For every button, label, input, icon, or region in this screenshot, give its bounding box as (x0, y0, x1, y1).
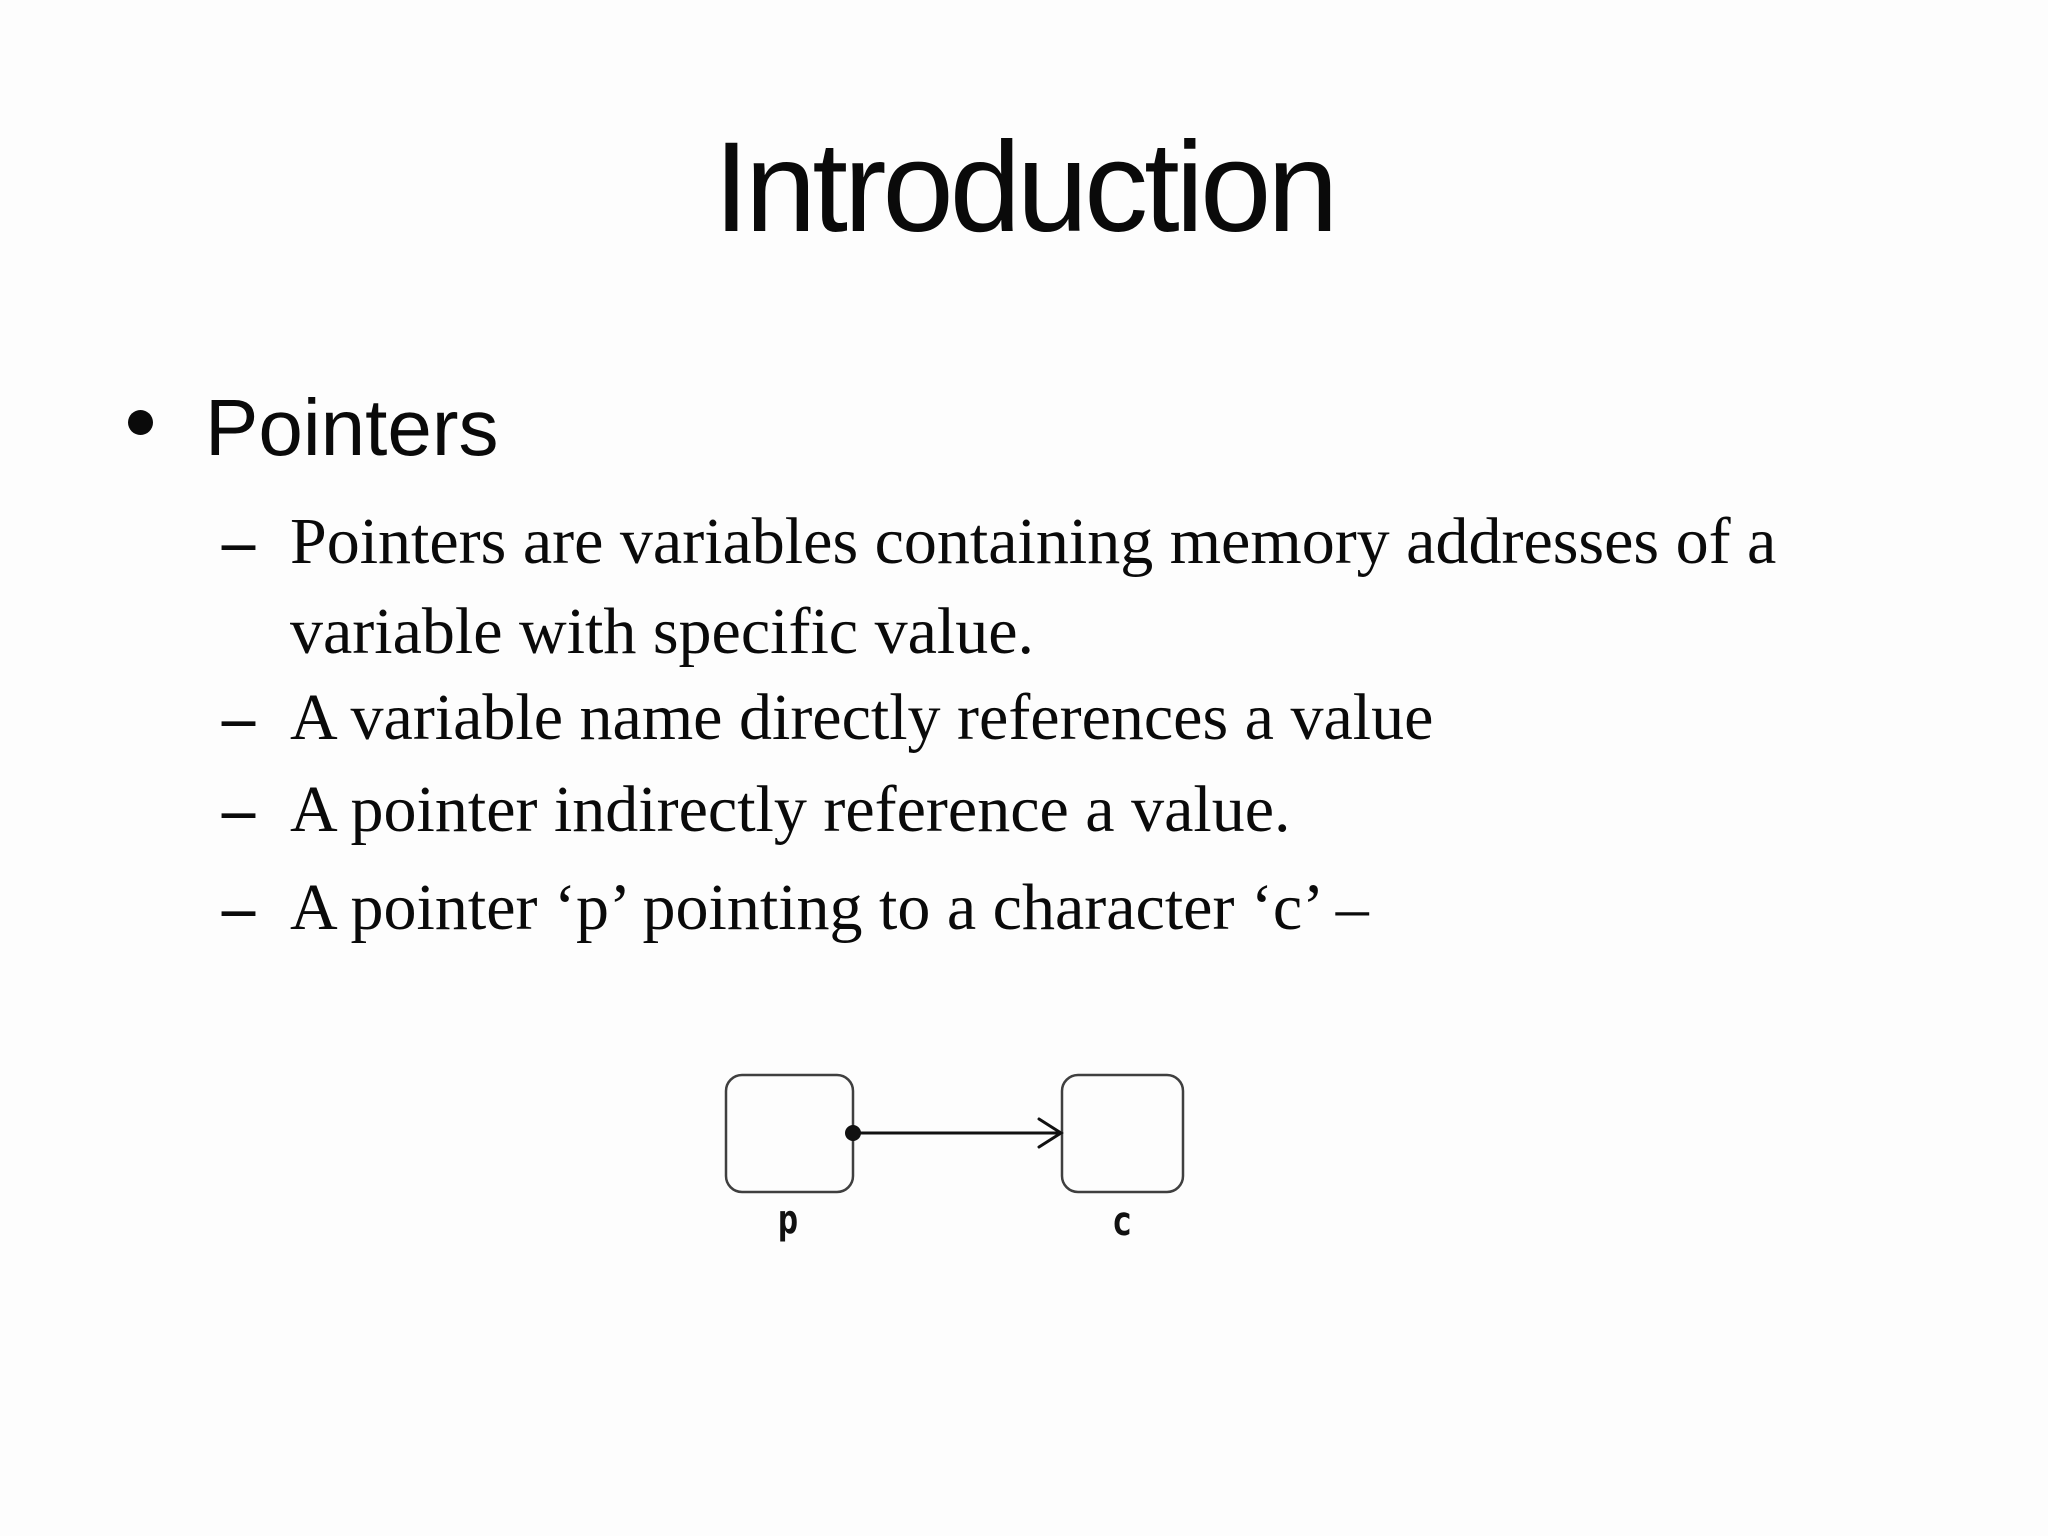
dash-marker-icon: – (222, 681, 255, 754)
dash-marker-icon: – (222, 871, 255, 944)
pointer-box-label: p (777, 1197, 799, 1243)
pointer-origin-dot-icon (845, 1125, 861, 1141)
arrowhead-icon (1037, 1117, 1064, 1149)
sub-bullet-variable-name: – A variable name directly references a … (222, 673, 1902, 763)
dash-marker-icon: – (222, 505, 255, 578)
bullet-item-pointers: Pointers (205, 382, 498, 474)
target-box (1060, 1073, 1185, 1194)
sub-bullet-pointer-p-c: – A pointer ‘p’ pointing to a character … (222, 863, 1902, 953)
pointer-diagram: p c (700, 1060, 1260, 1300)
pointer-diagram-graphic (724, 1073, 1185, 1194)
slide-title: Introduction (713, 116, 1339, 259)
sub-bullet-memory-addresses: – Pointers are variables containing memo… (222, 497, 1902, 677)
pointer-box (724, 1073, 855, 1194)
sub-bullet-text: A pointer indirectly reference a value. (290, 773, 1291, 846)
target-box-label: c (1111, 1199, 1133, 1245)
sub-bullet-pointer-indirect: – A pointer indirectly reference a value… (222, 765, 1902, 855)
bullet-label: Pointers (205, 383, 499, 472)
bullet-icon (128, 410, 153, 435)
sub-bullet-text: A pointer ‘p’ pointing to a character ‘c… (290, 871, 1369, 944)
dash-marker-icon: – (222, 773, 255, 846)
sub-bullet-text: Pointers are variables containing memory… (290, 505, 1777, 668)
sub-bullet-text: A variable name directly references a va… (290, 681, 1434, 754)
